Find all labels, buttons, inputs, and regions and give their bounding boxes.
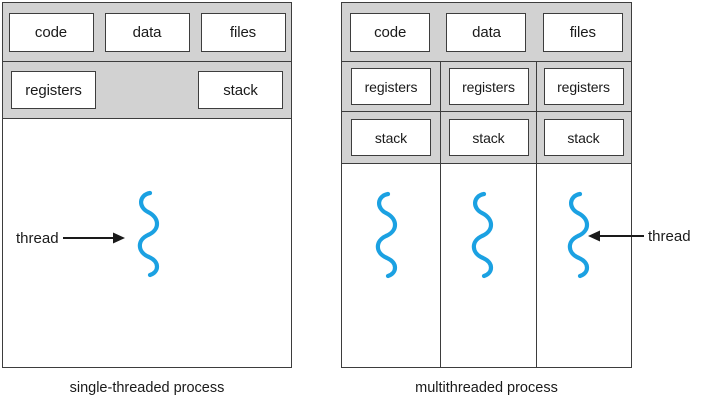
multithreaded-process-diagram: code data files registers registers regi… <box>341 2 632 368</box>
arrow-right-icon <box>62 232 125 244</box>
cell-data: data <box>446 12 527 52</box>
cell-files: files <box>200 12 286 52</box>
thread-column-1-stack: stack <box>342 112 440 163</box>
single-threaded-thread-area <box>3 119 291 367</box>
cell-files: files <box>542 12 623 52</box>
thread-column-2-area <box>440 164 536 367</box>
single-threaded-process-diagram: code data files registers stack <box>2 2 292 368</box>
thread-squiggle-icon <box>563 191 597 279</box>
multithreaded-top-band: code data files <box>342 3 631 62</box>
thread-column-3-area <box>536 164 630 367</box>
multithreaded-registers-band: registers registers registers <box>342 62 631 112</box>
thread-label: thread <box>16 229 59 247</box>
thread-column-3-stack: stack <box>536 112 630 163</box>
thread-callout-multithreaded: thread <box>588 226 700 246</box>
cell-registers: registers <box>351 68 431 105</box>
thread-squiggle-icon <box>371 191 405 279</box>
thread-column-1-registers: registers <box>342 62 440 111</box>
single-threaded-top-band: code data files <box>3 3 291 62</box>
cell-registers: registers <box>543 68 624 105</box>
cell-data: data <box>104 12 190 52</box>
single-threaded-mid-band: registers stack <box>3 62 291 119</box>
cell-stack: stack <box>543 119 624 156</box>
cell-code: code <box>8 12 94 52</box>
cell-stack: stack <box>198 71 283 109</box>
thread-column-2-stack: stack <box>440 112 536 163</box>
thread-squiggle-icon <box>467 191 501 279</box>
cell-stack: stack <box>351 119 431 156</box>
cell-stack: stack <box>448 119 529 156</box>
cell-registers: registers <box>448 68 529 105</box>
thread-squiggle-icon <box>133 190 167 278</box>
thread-column-3-registers: registers <box>536 62 630 111</box>
caption-single-threaded: single-threaded process <box>69 380 225 396</box>
multithreaded-thread-area <box>342 164 631 367</box>
cell-registers: registers <box>11 71 96 109</box>
thread-label: thread <box>648 227 691 245</box>
thread-callout-single: thread <box>14 228 134 248</box>
multithreaded-stack-band: stack stack stack <box>342 112 631 164</box>
caption-multithreaded: multithreaded process <box>415 380 558 396</box>
thread-column-2-registers: registers <box>440 62 536 111</box>
cell-code: code <box>350 12 431 52</box>
arrow-left-icon <box>588 230 644 242</box>
